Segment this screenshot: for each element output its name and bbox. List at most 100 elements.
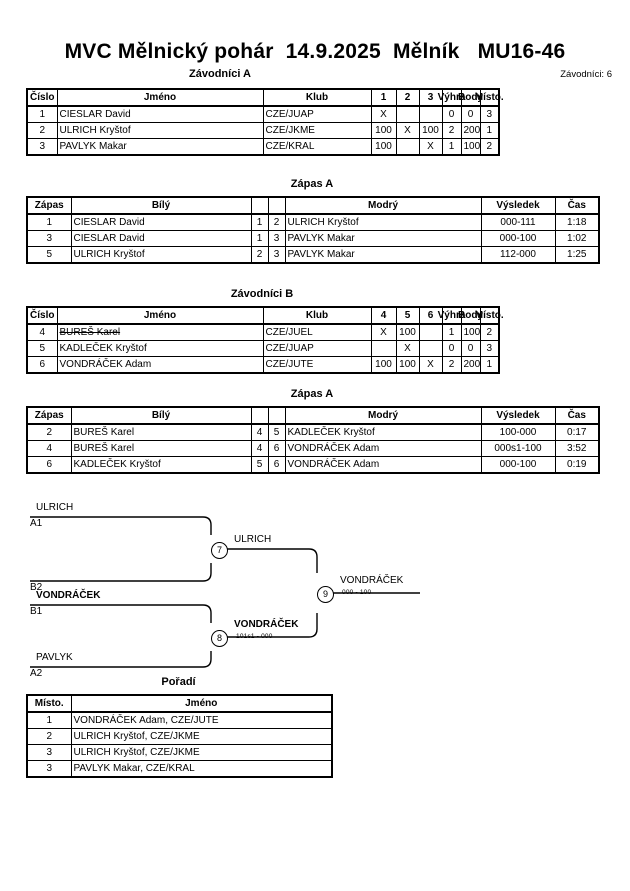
cell-jmeno: ULRICH Kryštof [56,122,264,139]
cell-zapas: 1 [26,213,72,231]
cell-body: 0 [460,105,481,123]
cell-misto: 1 [479,356,500,374]
col-num-blue [267,196,286,215]
table-header-row: Zápas Bílý Modrý Výsledek Čas [26,196,600,215]
cell-game-3 [418,340,443,357]
standings-caption: Pořadí [161,676,196,688]
cell-cas: 0:19 [554,456,600,474]
cell-klub: CZE/JUEL [262,323,372,341]
cell-body: 200 [460,122,481,139]
bracket-slot-seed-1: B2 [30,582,43,593]
cell-game-2 [395,138,420,156]
col-num-white [250,406,269,425]
bracket-lines [30,516,420,668]
cell-jmeno: PAVLYK Makar [56,138,264,156]
cell-modry: PAVLYK Makar [284,230,482,247]
cell-modry: ULRICH Kryštof [284,213,482,231]
cell-vysledek: 000-100 [480,456,556,474]
bracket-slot-name-0: ULRICH [36,502,74,513]
cell-game-1: 100 [370,356,397,374]
cell-misto: 2 [26,728,72,745]
cell-game-3: X [418,356,443,374]
cell-jmeno: ULRICH Kryštof, CZE/JKME [70,728,333,745]
cell-misto: 3 [26,744,72,761]
cell-jmeno: ULRICH Kryštof, CZE/JKME [70,744,333,761]
col-match-6: 6 [418,306,443,325]
cell-num-blue: 5 [267,423,286,441]
cell-klub: CZE/JUAP [262,105,372,123]
cell-num-blue: 3 [267,246,286,264]
bracket-node-8[interactable]: 8 [211,630,228,647]
cell-game-3: X [418,138,443,156]
cell-klub: CZE/JUAP [262,340,372,357]
cell-jmeno: PAVLYK Makar, CZE/KRAL [70,760,333,778]
matches-a-caption: Zápas A [290,178,334,190]
bracket-slot-name-3: PAVLYK [36,652,73,663]
cell-num-white: 1 [250,213,269,231]
col-klub: Klub [262,306,372,325]
cell-vysledek: 112-000 [480,246,556,264]
col-cislo: Číslo [26,88,58,107]
cell-jmeno: VONDRÁČEK Adam, CZE/JUTE [70,711,333,729]
cell-misto: 3 [479,105,500,123]
col-zapas: Zápas [26,406,72,425]
cell-cas: 1:25 [554,246,600,264]
col-zapas: Zápas [26,196,72,215]
cell-game-1: 100 [370,138,397,156]
cell-body: 0 [460,340,481,357]
bracket-node-9[interactable]: 9 [317,586,334,603]
cell-vyhra: 0 [441,105,462,123]
cell-vyhra: 1 [441,323,462,341]
cell-misto: 2 [479,138,500,156]
cell-zapas: 5 [26,246,72,264]
cell-cas: 1:18 [554,213,600,231]
col-match-5: 5 [395,306,420,325]
cell-jmeno: VONDRÁČEK Adam [56,356,264,374]
cell-modry: VONDRÁČEK Adam [284,456,482,474]
col-cislo: Číslo [26,306,58,325]
cell-cislo: 6 [26,356,58,374]
cell-modry: KADLEČEK Kryštof [284,423,482,441]
cell-modry: VONDRÁČEK Adam [284,440,482,457]
cell-modry: PAVLYK Makar [284,246,482,264]
cell-misto: 3 [479,340,500,357]
col-misto: Místo. [26,694,72,713]
cell-cas: 0:17 [554,423,600,441]
cell-game-1: X [370,323,397,341]
col-vysledek: Výsledek [480,406,556,425]
bracket-slot-seed-2: B1 [30,606,43,617]
cell-misto: 1 [26,711,72,729]
col-klub: Klub [262,88,372,107]
col-vysledek: Výsledek [480,196,556,215]
cell-misto: 3 [26,760,72,778]
cell-game-1: 100 [370,122,397,139]
col-body: Body [458,306,483,325]
cell-klub: CZE/JKME [262,122,372,139]
cell-game-2: X [395,122,420,139]
cell-game-1 [370,340,397,357]
bracket-node-7[interactable]: 7 [211,542,228,559]
cell-num-white: 4 [250,440,269,457]
col-body: Body [458,88,483,107]
cell-game-2: 100 [395,356,420,374]
pool-a-caption-top: Závodníci A [189,68,251,80]
col-num-white [250,196,269,215]
col-bily: Bílý [70,406,252,425]
cell-game-2: 100 [395,323,420,341]
cell-vysledek: 000-111 [480,213,556,231]
cell-zapas: 3 [26,230,72,247]
cell-num-white: 5 [250,456,269,474]
cell-zapas: 4 [26,440,72,457]
table-header-row: Místo. Jméno [26,694,333,713]
cell-cislo: 3 [26,138,58,156]
